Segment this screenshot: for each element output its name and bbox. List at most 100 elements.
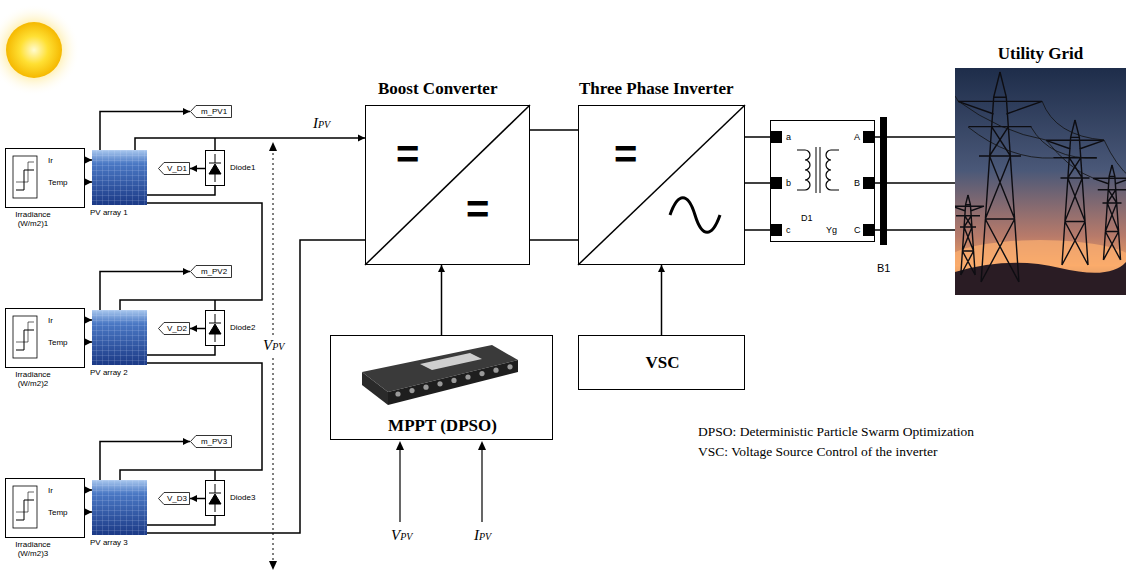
wire (100, 442, 190, 481)
arrowhead (85, 509, 92, 516)
node-text: Ir (48, 316, 53, 325)
goto-tag: V_D1 (158, 162, 190, 175)
arrowhead (183, 438, 190, 445)
port-square (770, 177, 782, 189)
diagonal-line (365, 105, 530, 265)
connector (100, 438, 190, 480)
pv-cells (92, 480, 147, 535)
coil (805, 150, 810, 190)
signal-icon (13, 316, 37, 358)
node-text: B1 (877, 262, 890, 275)
device-front (388, 360, 518, 405)
connector (438, 265, 445, 335)
sun (0, 4, 80, 96)
node-text: C (854, 225, 861, 235)
boost-converter: Boost Converter== (365, 105, 530, 265)
node-text: m_PV3 (201, 437, 227, 446)
node-text: V_D2 (167, 324, 187, 333)
node-text: b (786, 178, 791, 188)
connector (190, 495, 205, 502)
connector (658, 265, 665, 335)
node-text: Diode2 (230, 323, 255, 332)
arrowhead (85, 339, 92, 346)
tag-shape (191, 266, 232, 278)
node-text: m_PV2 (201, 267, 227, 276)
arrowhead (183, 268, 190, 275)
step-curve (16, 330, 34, 350)
node-text: D1 (801, 213, 813, 223)
node-text: Irradiance (W/m2)3 (6, 541, 60, 559)
node-text: Irradiance (W/m2)1 (6, 211, 60, 229)
wire (147, 346, 215, 355)
node-text: V_D1 (167, 164, 187, 173)
wire (661, 265, 663, 335)
wire (120, 363, 262, 480)
connector (745, 137, 770, 230)
wire (887, 229, 955, 231)
wire (135, 138, 365, 150)
port-square (863, 224, 875, 236)
goto-tag: V_D2 (158, 322, 190, 335)
connector (120, 203, 262, 310)
utility-grid: Utility Grid (955, 68, 1126, 295)
node-text: Ir (48, 486, 53, 495)
pylon (1093, 165, 1126, 260)
node-text: Temp (48, 338, 68, 347)
diode-triangle (209, 494, 221, 504)
dotted-line (273, 148, 274, 564)
pv-array: PV array 2 (92, 310, 147, 365)
transformer-symbol (770, 131, 875, 236)
node-text: Three Phase Inverter (579, 79, 734, 99)
signal-icon (13, 156, 37, 198)
wire (530, 129, 578, 131)
wire (530, 239, 578, 241)
arrowhead (438, 265, 445, 272)
mppt-controller: MPPT (DPSO) (330, 335, 553, 440)
connector (147, 516, 215, 525)
connector (887, 137, 955, 230)
arrowhead (478, 441, 486, 450)
wire (147, 240, 365, 533)
transformer: abcD1YgABC (770, 120, 875, 242)
arrowhead (190, 165, 197, 172)
diode-block: Diode2 (205, 310, 225, 346)
wire (745, 136, 770, 138)
pv-cells (92, 310, 147, 365)
wire (441, 265, 443, 335)
node-text: Temp (48, 508, 68, 517)
vsc-controller: VSC (578, 335, 745, 390)
core-lines (797, 147, 839, 193)
device-terminals (395, 364, 512, 396)
pylon (1046, 120, 1104, 265)
signal-name: VPV (262, 336, 285, 356)
edge-label: IPV (312, 114, 331, 134)
arrowhead (85, 179, 92, 186)
wire (887, 182, 955, 184)
node-text: = (466, 189, 489, 229)
grid-picture (955, 68, 1126, 295)
note: DPSO: Deterministic Particle Swarm Optim… (698, 424, 974, 440)
goto-tag: m_PV2 (190, 265, 232, 278)
wire (214, 300, 216, 310)
arrowhead (269, 561, 277, 570)
device-side (362, 372, 388, 405)
signal-name: VPV (391, 526, 412, 546)
node-text: PV array 3 (90, 538, 128, 547)
step-curve (16, 162, 34, 182)
wire (147, 186, 215, 195)
node-text: Irradiance (W/m2)2 (6, 371, 60, 389)
diagonal-line (578, 105, 745, 265)
power-lines (955, 96, 1126, 178)
diode-leads (209, 314, 221, 342)
port-square (770, 131, 782, 143)
diode-triangle (209, 324, 221, 334)
node-text: m_PV1 (201, 107, 227, 116)
node-text: Boost Converter (378, 79, 497, 99)
connector (135, 135, 365, 151)
goto-tag: m_PV3 (190, 435, 232, 448)
wire (100, 112, 190, 151)
node-text: Yg (826, 225, 837, 235)
arrowhead (85, 487, 92, 494)
